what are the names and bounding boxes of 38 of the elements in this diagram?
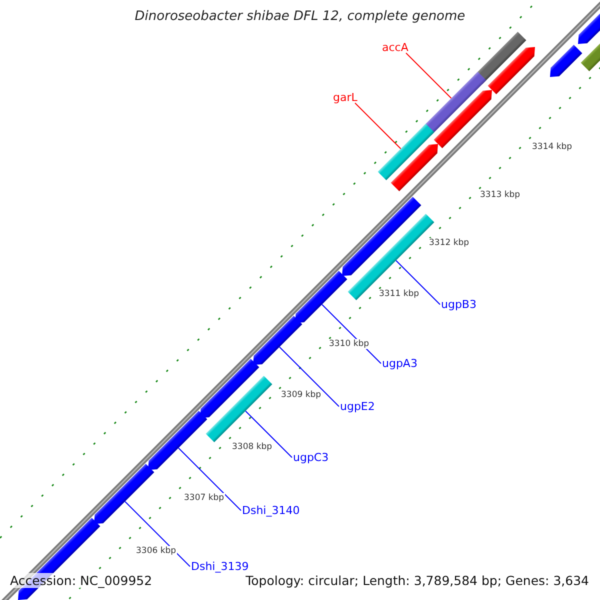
scale-label: 3313 kbp xyxy=(479,190,522,200)
gene-bar xyxy=(378,124,434,180)
scale-label: 3314 kbp xyxy=(531,142,574,152)
scale-label: 3309 kbp xyxy=(280,390,322,400)
title: Dinoroseobacter shibae DFL 12, complete genome xyxy=(134,9,466,25)
scale-label: 3306 kbp xyxy=(135,546,178,556)
gene-block xyxy=(488,47,535,94)
gene-label: ugpB3 xyxy=(441,298,476,312)
gene-label: Dshi_3139 xyxy=(191,560,249,574)
scale-label: 3307 kbp xyxy=(183,493,226,504)
gene-block xyxy=(94,464,154,524)
gene-block xyxy=(550,44,582,77)
genome-info-text: Topology: circular; Length: 3,789,584 bp; Genes: 3,634 xyxy=(244,573,591,588)
scale-label: 3308 kbp xyxy=(231,442,274,452)
leader-line xyxy=(396,260,440,305)
gene-label: Dshi_3140 xyxy=(242,504,300,518)
scale-label: 3310 kbp xyxy=(328,339,370,350)
gene-block xyxy=(434,90,492,148)
gene-label: ugpC3 xyxy=(293,451,329,464)
gene-block xyxy=(390,144,438,192)
gene-label: ugpE2 xyxy=(340,400,375,414)
gene-block xyxy=(148,410,208,470)
leader-line xyxy=(245,410,292,458)
scale-label: 3312 kbp xyxy=(428,238,470,248)
gene-label: garL xyxy=(333,91,358,104)
gene-block xyxy=(342,196,422,276)
gene-label: ugpA3 xyxy=(382,357,418,370)
gene-block xyxy=(200,358,260,418)
gene-block xyxy=(295,270,348,323)
gene-label: accA xyxy=(382,41,408,54)
gene-bar xyxy=(206,376,272,442)
leader-line xyxy=(406,52,452,99)
leader-line xyxy=(124,501,190,567)
leader-line xyxy=(354,102,402,150)
scale-label: 3311 kbp xyxy=(378,289,420,300)
gene-block xyxy=(253,316,302,365)
leader-line xyxy=(178,448,242,511)
leader-line xyxy=(279,346,340,407)
